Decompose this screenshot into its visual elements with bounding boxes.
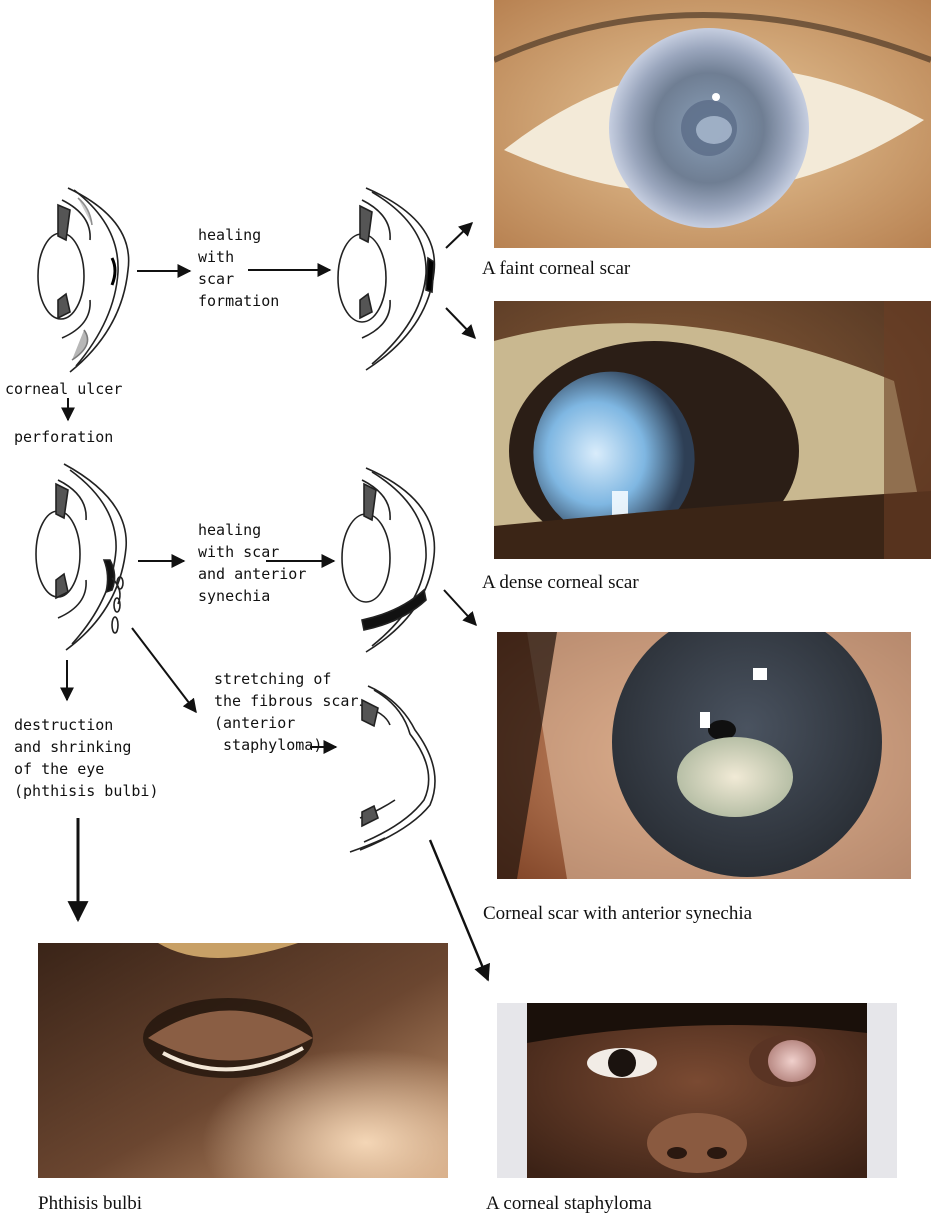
arrow-to-staphyloma-photo (430, 840, 488, 980)
eye-sketch-perforation (36, 464, 126, 650)
arrow-to-faint-scar (446, 223, 472, 248)
arrow-perforation-to-stretching (132, 628, 196, 712)
label-perforation: perforation (14, 426, 113, 448)
label-healing-anterior-synechia: healing with scar and anterior synechia (198, 519, 306, 607)
label-stretching-fibrous-scar: stretching of the fibrous scar (anterior… (214, 668, 359, 756)
eye-sketch-staphyloma (350, 686, 435, 852)
arrow-to-synechia-photo (444, 590, 476, 625)
label-corneal-ulcer: corneal ulcer (5, 378, 122, 400)
eye-sketch-healed-scar (338, 188, 434, 370)
eye-sketch-anterior-synechia (342, 468, 434, 652)
label-destruction-phthisis: destruction and shrinking of the eye (ph… (14, 714, 159, 802)
arrow-to-dense-scar (446, 308, 475, 338)
label-healing-scar-formation: healing with scar formation (198, 224, 279, 312)
eye-sketch-corneal-ulcer (38, 188, 129, 372)
